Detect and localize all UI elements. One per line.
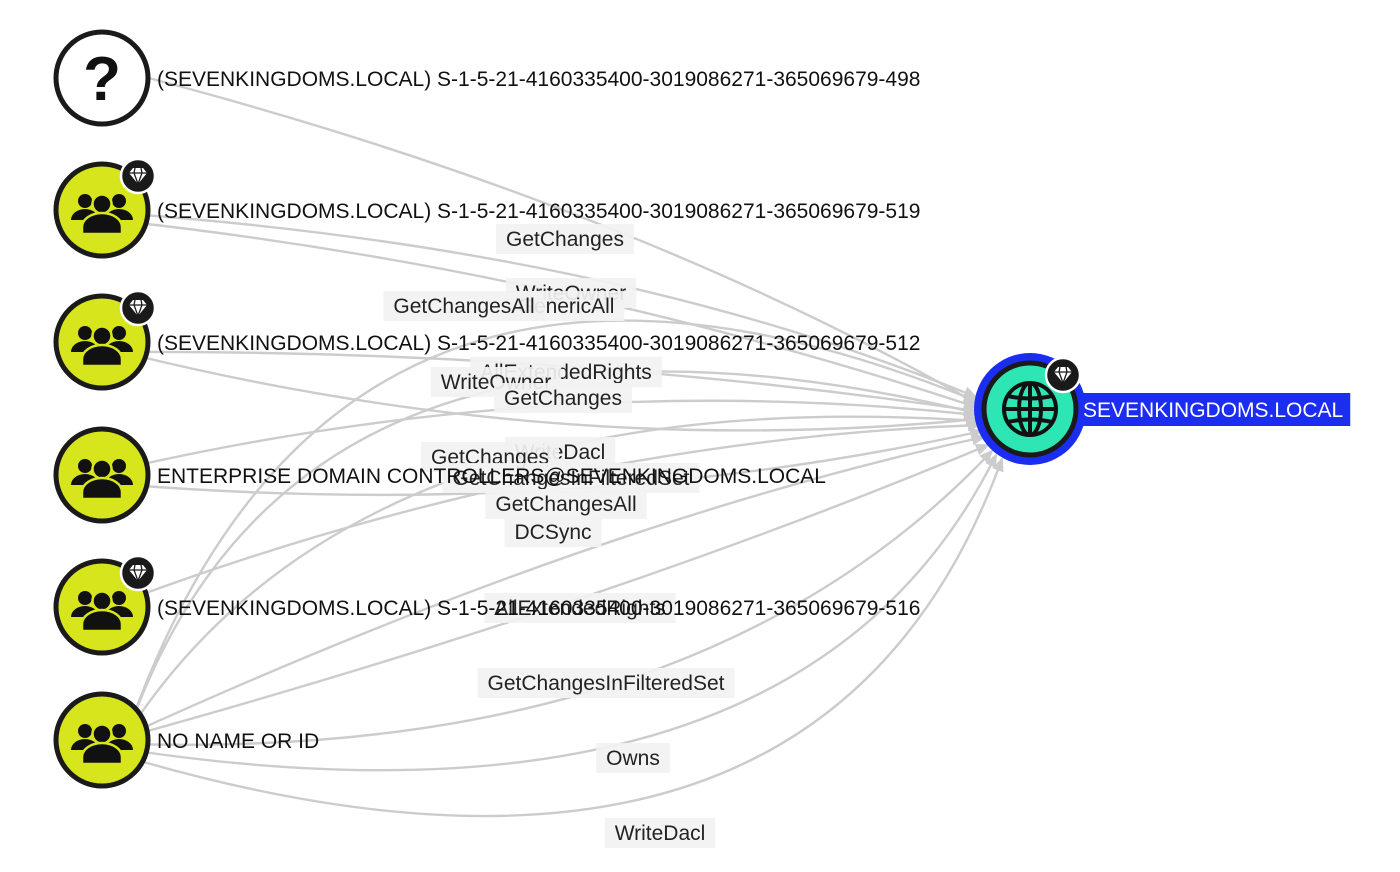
node-nedc[interactable]: ENTERPRISE DOMAIN CONTROLLERS@SEVENKINGD… bbox=[53, 426, 826, 524]
edge-label-background bbox=[477, 668, 735, 698]
edge-nnoname-14[interactable] bbox=[129, 453, 998, 772]
edge-label-text: AllExtendedRights bbox=[494, 597, 666, 620]
nodes-layer: ? (SEVENKINGDOMS.LOCAL) S-1-5-21-41603354… bbox=[53, 29, 1351, 789]
edge-label-background bbox=[494, 383, 632, 413]
edge-label[interactable]: WriteDacl bbox=[604, 818, 716, 848]
group-icon bbox=[71, 193, 133, 236]
edge-label[interactable]: GetChanges bbox=[494, 383, 632, 413]
edge-label[interactable]: GetChanges bbox=[496, 224, 634, 254]
edge-label-text: GetChanges bbox=[506, 228, 624, 251]
node-domain-target[interactable]: SEVENKINGDOMS.LOCAL bbox=[974, 353, 1351, 465]
node-label: ENTERPRISE DOMAIN CONTROLLERS@SEVENKINGD… bbox=[157, 465, 826, 488]
edge-label-background bbox=[496, 224, 634, 254]
globe-icon bbox=[1002, 381, 1058, 437]
edge-label-background bbox=[504, 517, 602, 547]
node-n519[interactable]: (SEVENKINGDOMS.LOCAL) S-1-5-21-416033540… bbox=[53, 157, 920, 259]
node-n498[interactable]: ? (SEVENKINGDOMS.LOCAL) S-1-5-21-41603354… bbox=[53, 29, 920, 127]
edge-label[interactable]: AllExtendedRights bbox=[484, 593, 676, 623]
tier-zero-gem-icon bbox=[1044, 356, 1082, 394]
node-n516[interactable]: (SEVENKINGDOMS.LOCAL) S-1-5-21-416033540… bbox=[53, 554, 920, 656]
edge-label[interactable]: GetChangesInFilteredSet bbox=[442, 463, 700, 493]
question-icon: ? bbox=[83, 45, 121, 114]
group-icon bbox=[71, 458, 133, 501]
group-icon bbox=[71, 590, 133, 633]
edge-n498-0[interactable] bbox=[129, 71, 978, 405]
node-label: (SEVENKINGDOMS.LOCAL) S-1-5-21-416033540… bbox=[157, 332, 920, 355]
node-label: (SEVENKINGDOMS.LOCAL) S-1-5-21-416033540… bbox=[157, 200, 920, 223]
tier-zero-gem-icon bbox=[119, 157, 157, 195]
edge-label-text: GetChangesAll bbox=[393, 295, 534, 318]
edge-label-background bbox=[485, 489, 647, 519]
target-node-label: SEVENKINGDOMS.LOCAL bbox=[1083, 399, 1343, 422]
group-icon bbox=[71, 325, 133, 368]
edge-label[interactable]: Owns bbox=[596, 743, 670, 773]
edge-nnoname-15[interactable] bbox=[129, 457, 1004, 818]
group-icon bbox=[71, 723, 133, 766]
edge-label[interactable]: GetChangesAll bbox=[485, 489, 647, 519]
edge-n512-7[interactable] bbox=[129, 352, 980, 432]
tier-zero-gem-icon bbox=[119, 554, 157, 592]
edge-label[interactable]: DCSync bbox=[504, 517, 602, 547]
edge-label[interactable]: GetChangesInFilteredSet bbox=[477, 668, 735, 698]
edge-nnoname-3[interactable] bbox=[128, 319, 978, 727]
edge-label-text: Owns bbox=[606, 747, 660, 770]
edge-labels-layer: GetChangesWriteOwnerGenericAllGetChanges… bbox=[383, 224, 735, 848]
edge-label-text: WriteDacl bbox=[615, 822, 706, 845]
tier-zero-gem-icon bbox=[119, 289, 157, 327]
edge-label-text: GetChangesInFilteredSet bbox=[488, 672, 725, 695]
edge-nnoname-11[interactable] bbox=[129, 433, 986, 736]
edge-label-background bbox=[596, 743, 670, 773]
target-label-highlight bbox=[1076, 393, 1351, 426]
node-label: (SEVENKINGDOMS.LOCAL) S-1-5-21-416033540… bbox=[157, 68, 920, 91]
edge-n519-1[interactable] bbox=[129, 212, 978, 399]
edge-label-background bbox=[604, 818, 716, 848]
edge-label-background bbox=[383, 291, 545, 321]
edge-label-text: GetChanges bbox=[504, 387, 622, 410]
edge-label-text: DCSync bbox=[514, 521, 591, 544]
node-nnoname[interactable]: NO NAME OR ID bbox=[53, 691, 319, 789]
edge-label-text: GetChangesAll bbox=[495, 493, 636, 516]
node-label: NO NAME OR ID bbox=[157, 730, 319, 753]
edge-label-text: GetChangesInFilteredSet bbox=[453, 467, 690, 490]
node-n512[interactable]: (SEVENKINGDOMS.LOCAL) S-1-5-21-416033540… bbox=[53, 289, 920, 391]
edge-label-background bbox=[484, 593, 676, 623]
node-label: (SEVENKINGDOMS.LOCAL) S-1-5-21-416033540… bbox=[157, 597, 920, 620]
node-circle[interactable] bbox=[53, 29, 151, 127]
edge-label[interactable]: GetChangesAll bbox=[383, 291, 545, 321]
edge-label-background bbox=[442, 463, 700, 493]
